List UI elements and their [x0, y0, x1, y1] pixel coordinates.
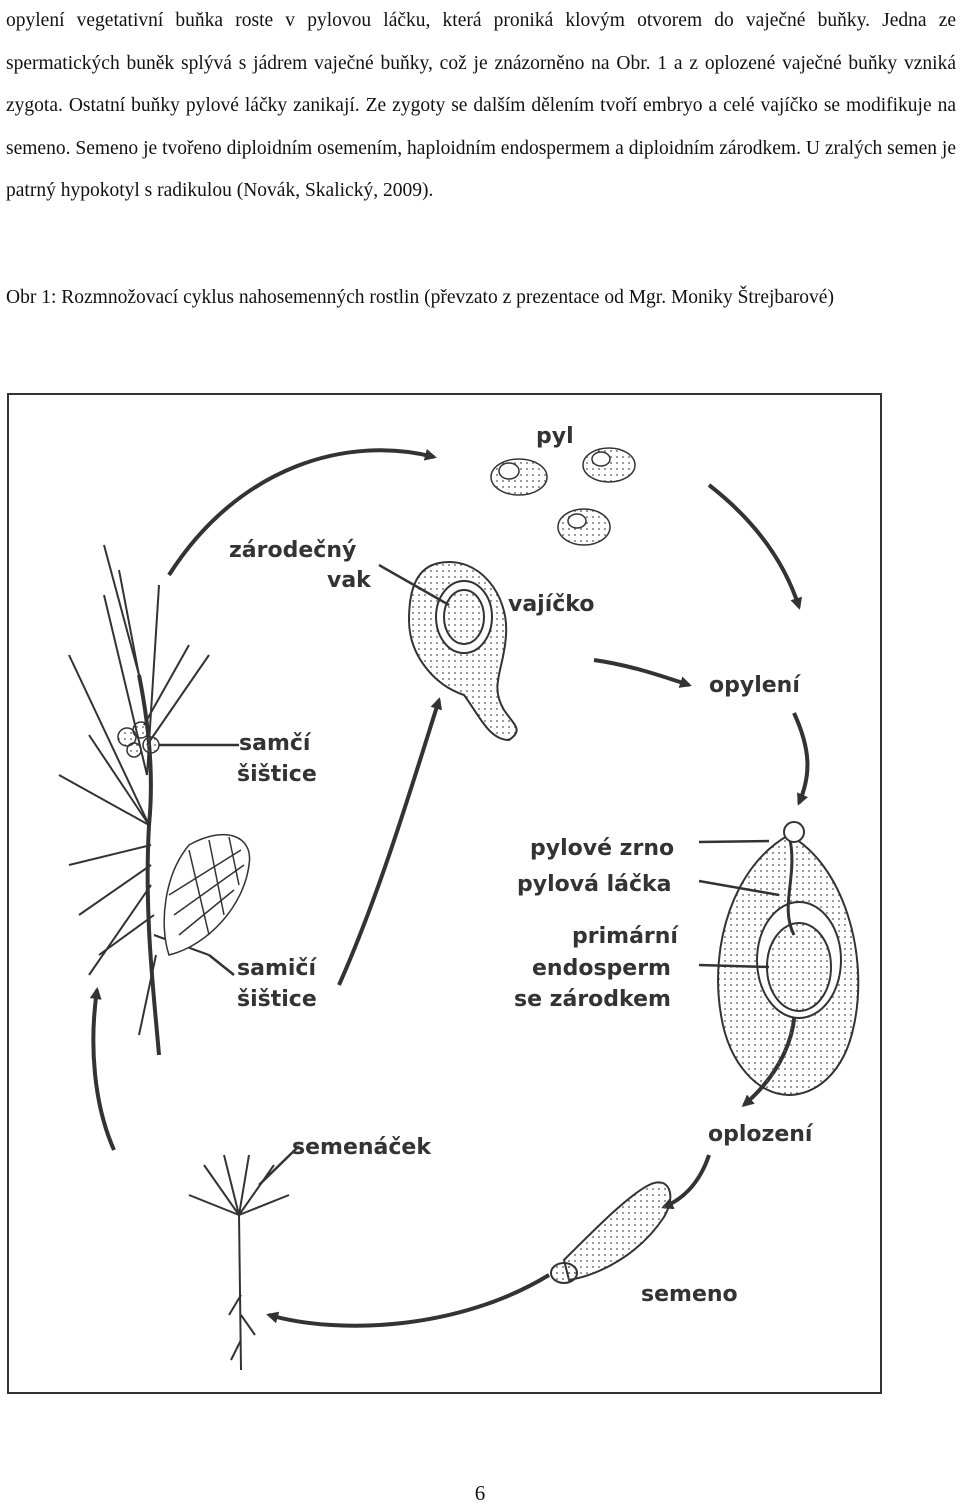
- label-pointers: [159, 563, 780, 1186]
- label-semenacek: semenáček: [292, 1135, 432, 1160]
- seedling-drawing: [188, 1154, 290, 1371]
- female-cone-drawing: [163, 833, 251, 956]
- pine-branch-drawing: [58, 544, 210, 1056]
- cycle-arrow-right-down: [792, 712, 810, 806]
- seed-drawing: [550, 1181, 672, 1284]
- label-samci: samčí: [239, 731, 312, 756]
- label-pyl: pyl: [536, 424, 574, 449]
- label-vajicko: vajíčko: [508, 592, 594, 617]
- body-paragraph: opylení vegetativní buňka roste v pylovo…: [6, 10, 956, 201]
- life-cycle-diagram: pyl zárodečný vak vajíčko opylení samčí …: [58, 424, 860, 1371]
- label-pylove-zrno: pylové zrno: [530, 836, 674, 861]
- cycle-arrow-top-left: [167, 448, 437, 577]
- pollinated-ovule-drawing: [717, 821, 860, 1097]
- life-cycle-figure: pyl zárodečný vak vajíčko opylení samčí …: [7, 393, 882, 1394]
- label-opyleni: opylení: [709, 673, 801, 698]
- label-zarodecny: zárodečný: [229, 538, 356, 563]
- label-samici: samičí: [237, 956, 317, 981]
- ovule-drawing: [407, 560, 518, 742]
- label-endosperm: endosperm: [532, 956, 671, 981]
- label-semeno: semeno: [641, 1282, 738, 1307]
- label-oplozeni: oplození: [708, 1122, 814, 1147]
- cycle-arrow-bottom: [266, 1273, 551, 1328]
- pollen-grains: [490, 447, 636, 546]
- cycle-arrow-bottom-left: [89, 987, 116, 1151]
- label-pylova-lacka: pylová láčka: [517, 872, 672, 897]
- male-cones-drawing: [117, 721, 160, 758]
- page-number: 6: [474, 1481, 486, 1505]
- label-se-zarodkem: se zárodkem: [514, 987, 671, 1012]
- cycle-arrow-top-right: [707, 483, 802, 610]
- cycle-arrow-to-ovule: [337, 697, 443, 986]
- figure-caption: Obr 1: Rozmnožovací cyklus nahosemenných…: [6, 287, 834, 308]
- label-samci-sistice: šištice: [237, 762, 317, 787]
- label-vak: vak: [327, 568, 372, 593]
- label-primarni: primární: [572, 924, 679, 949]
- cycle-arrow-to-pollination: [593, 658, 692, 688]
- label-samici-sistice: šištice: [237, 987, 317, 1012]
